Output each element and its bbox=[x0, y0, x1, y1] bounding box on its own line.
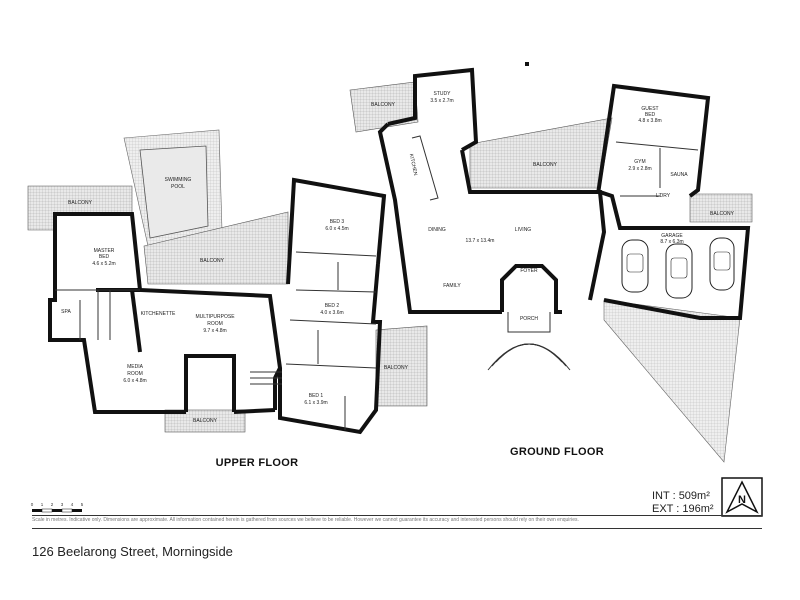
footer-rule-top bbox=[32, 515, 762, 516]
balcony-lower-label: BALCONY bbox=[193, 418, 218, 424]
car-2 bbox=[665, 243, 693, 299]
north-compass-icon: N bbox=[721, 477, 763, 517]
master-bed-dim: 4.6 x 5.2m bbox=[92, 261, 115, 267]
living-label: LIVING bbox=[515, 227, 532, 233]
guest-bed-label-2: BED bbox=[645, 112, 656, 118]
compass-letter: N bbox=[738, 494, 746, 506]
bed3-label: BED 3 bbox=[330, 219, 345, 225]
sauna-label: SAUNA bbox=[670, 172, 688, 178]
master-bed-label: MASTER bbox=[94, 248, 115, 254]
scale-tick-4: 4 bbox=[71, 502, 74, 507]
laundry-label: L'DRY bbox=[656, 193, 671, 199]
balcony-master-label: BALCONY bbox=[68, 200, 93, 206]
spa-label: SPA bbox=[61, 309, 71, 315]
pool-label-2: POOL bbox=[171, 184, 185, 190]
multipurpose-label-2: ROOM bbox=[207, 321, 223, 327]
pool-label: SWIMMING bbox=[165, 177, 192, 183]
study-label: STUDY bbox=[434, 91, 452, 97]
balcony-ground-central bbox=[469, 117, 613, 189]
upper-walls-main bbox=[53, 212, 283, 410]
kitchenette-label: KITCHENETTE bbox=[141, 311, 176, 317]
scale-tick-3: 3 bbox=[61, 502, 64, 507]
upper-floor: BALCONY SWIMMING POOL BALCONY MASTER BED… bbox=[27, 129, 428, 469]
family-label: FAMILY bbox=[443, 283, 461, 289]
guest-bed-label: GUEST bbox=[641, 106, 658, 112]
ground-walls-guest bbox=[596, 83, 711, 198]
garage-label: GARAGE bbox=[661, 233, 683, 239]
foyer-label: FOYER bbox=[520, 268, 538, 274]
ground-floor-title: GROUND FLOOR bbox=[510, 446, 604, 458]
ground-walls-garage bbox=[599, 190, 751, 320]
scale-tick-1: 1 bbox=[41, 502, 44, 507]
scale-bar: 0 1 2 3 4 5 bbox=[31, 502, 84, 513]
balcony-ground-label: BALCONY bbox=[533, 162, 558, 168]
balcony-garage-label: BALCONY bbox=[710, 211, 735, 217]
swimming-pool bbox=[139, 145, 209, 239]
upper-walls-media-end bbox=[233, 408, 276, 414]
media-room-label: MEDIA bbox=[127, 364, 144, 370]
porch-label: PORCH bbox=[520, 316, 538, 322]
ground-walls-west bbox=[377, 122, 502, 314]
gym-dim: 2.9 x 2.8m bbox=[628, 166, 651, 172]
media-room-label-2: ROOM bbox=[127, 371, 143, 377]
scale-tick-2: 2 bbox=[51, 502, 54, 507]
scale-tick-5: 5 bbox=[81, 502, 84, 507]
footer-rule-bottom bbox=[32, 528, 762, 529]
ground-walls-foyer bbox=[500, 264, 562, 314]
internal-area: INT : 509m² bbox=[652, 490, 710, 502]
kitchen-label: KITCHEN bbox=[408, 153, 419, 176]
bed2-label: BED 2 bbox=[325, 303, 340, 309]
gym-label: GYM bbox=[634, 159, 645, 165]
main-dim: 13.7 x 13.4m bbox=[466, 238, 495, 244]
upper-walls-bed3 bbox=[286, 177, 387, 285]
balcony-garage bbox=[689, 193, 753, 223]
upper-floor-title: UPPER FLOOR bbox=[216, 457, 299, 469]
bed3-dim: 6.0 x 4.5m bbox=[325, 226, 348, 232]
upper-walls-bed bbox=[278, 263, 383, 435]
bed1-label: BED 1 bbox=[309, 393, 324, 399]
media-room-dim: 6.0 x 4.8m bbox=[123, 378, 146, 384]
property-address: 126 Beelarong Street, Morningside bbox=[32, 544, 233, 559]
car-3 bbox=[709, 237, 735, 291]
balcony-lower bbox=[164, 409, 246, 433]
ground-walls-study bbox=[387, 67, 479, 152]
multipurpose-dim: 9.7 x 4.8m bbox=[203, 328, 226, 334]
balcony-central-label: BALCONY bbox=[200, 258, 225, 264]
balcony-study-label: BALCONY bbox=[371, 102, 396, 108]
marker-dot bbox=[525, 62, 529, 66]
bed2-dim: 4.0 x 3.6m bbox=[320, 310, 343, 316]
balcony-right-label: BALCONY bbox=[384, 365, 409, 371]
driveway bbox=[603, 299, 741, 463]
ground-floor: BALCONY STUDY 3.5 x 2.7m KITCHEN BALCONY… bbox=[349, 62, 753, 463]
upper-walls-west bbox=[48, 230, 186, 414]
disclaimer-text: Scale in metres. Indicative only. Dimens… bbox=[32, 517, 579, 523]
garage-dim: 8.7 x 6.3m bbox=[660, 239, 683, 245]
study-dim: 3.5 x 2.7m bbox=[430, 98, 453, 104]
external-area: EXT : 196m² bbox=[652, 503, 714, 515]
car-1 bbox=[621, 239, 649, 293]
upper-walls-kitchenette bbox=[130, 289, 142, 353]
dining-label: DINING bbox=[428, 227, 446, 233]
porch-steps bbox=[487, 343, 571, 371]
balcony-master bbox=[27, 185, 133, 231]
upper-walls-wing bbox=[184, 354, 236, 412]
scale-tick-0: 0 bbox=[31, 502, 34, 507]
multipurpose-label: MULTIPURPOSE bbox=[195, 314, 235, 320]
guest-bed-dim: 4.8 x 3.8m bbox=[638, 118, 661, 124]
bed1-dim: 6.1 x 3.9m bbox=[304, 400, 327, 406]
master-bed-label-2: BED bbox=[99, 254, 110, 260]
